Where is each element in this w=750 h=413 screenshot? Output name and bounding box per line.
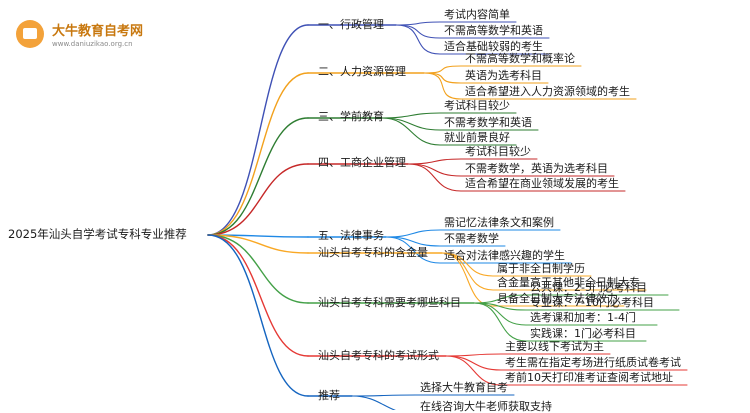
leaf-connector [423, 72, 637, 100]
leaf-label: 不需考数学和英语 [444, 116, 532, 129]
leaf-label: 英语为选考科目 [465, 69, 542, 82]
leaf-label: 实践课：1门必考科目 [530, 327, 636, 340]
leaf-connector [351, 394, 515, 397]
leaf-label: 考试内容简单 [444, 8, 510, 21]
leaf-connector [473, 302, 647, 342]
leaf-label: 适合希望在商业领域发展的考生 [465, 177, 619, 190]
leaf-label: 属于非全日制学历 [497, 262, 585, 275]
branch-label: 汕头自考专科需要考哪些科目 [318, 296, 461, 309]
leaf-label: 考试科目较少 [444, 99, 510, 112]
branch-connector [207, 72, 309, 236]
branch-connector [207, 234, 309, 397]
leaf-connector [381, 117, 517, 146]
leaf-label: 就业前景良好 [444, 131, 510, 144]
branch-label: 五、法律事务 [318, 229, 384, 242]
branch-label: 四、工商企业管理 [318, 156, 406, 169]
logo: 大牛教育自考网 www.daniuzikao.org.cn [12, 14, 202, 54]
leaf-label: 考试科目较少 [465, 145, 531, 158]
leaf-connector [395, 24, 550, 55]
leaf-label: 考前10天打印准考证查阅考试地址 [505, 371, 673, 384]
branch-label: 汕头自考专科的含金量 [318, 246, 428, 259]
leaf-label: 不需高等数学和概率论 [465, 52, 575, 65]
leaf-connector [395, 21, 517, 26]
leaf-label: 专业课：7-10门必考科目 [530, 296, 654, 309]
leaf-label: 在线咨询大牛老师获取支持 [420, 400, 552, 413]
branch-connector [207, 117, 309, 236]
leaf-connector [407, 158, 538, 165]
leaf-label: 考生需在指定考场进行纸质试卷考试 [505, 356, 681, 369]
leaf-label: 适合希望进入人力资源领域的考生 [465, 85, 630, 98]
leaf-label: 不需高等数学和英语 [444, 24, 543, 37]
branch-connector [207, 24, 309, 236]
logo-url: www.daniuzikao.org.cn [52, 40, 133, 48]
leaf-label: 需记忆法律条文和案例 [444, 216, 554, 229]
leaf-label: 具备全日制大专法律效力 [497, 292, 618, 305]
leaf-label: 公共课：2-5门必考科目 [530, 281, 647, 294]
leaf-connector [351, 395, 397, 410]
branch-label: 汕头自考专科的考试形式 [318, 349, 439, 362]
root-topic: 2025年汕头自学考试专科专业推荐 [8, 227, 187, 241]
branch-label: 一、行政管理 [318, 18, 384, 31]
leaf-label: 不需考数学 [444, 232, 499, 245]
branch-label: 三、学前教育 [318, 110, 384, 123]
leaf-connector [385, 229, 561, 238]
leaf-connector [381, 112, 517, 119]
leaf-connector [441, 252, 625, 307]
branch-label: 推荐 [318, 389, 340, 402]
leaf-label: 不需考数学，英语为选考科目 [465, 162, 608, 175]
leaf-connector [473, 294, 669, 304]
leaf-connector [423, 65, 582, 74]
branch-connector [207, 234, 309, 304]
leaf-label: 适合对法律感兴趣的学生 [444, 249, 565, 262]
book-icon [16, 20, 44, 48]
branch-label: 二、人力资源管理 [318, 65, 406, 78]
leaf-connector [445, 355, 688, 386]
leaf-label: 选择大牛教育自考 [420, 381, 508, 394]
leaf-connector [385, 236, 506, 247]
branch-connector [207, 234, 309, 357]
leaf-label: 选考课和加考：1-4门 [530, 311, 636, 324]
leaf-connector [395, 24, 550, 39]
leaf-connector [407, 163, 626, 192]
leaf-label: 适合基础较弱的考生 [444, 40, 543, 53]
leaf-label: 含金量高于其他非全日制大专 [497, 276, 640, 289]
logo-name: 大牛教育自考网 [52, 24, 144, 39]
leaf-label: 主要以线下考试为主 [505, 340, 604, 353]
branch-connector [207, 163, 309, 236]
leaf-connector [385, 236, 572, 264]
leaf-connector [445, 353, 611, 357]
branch-connector [207, 234, 309, 254]
